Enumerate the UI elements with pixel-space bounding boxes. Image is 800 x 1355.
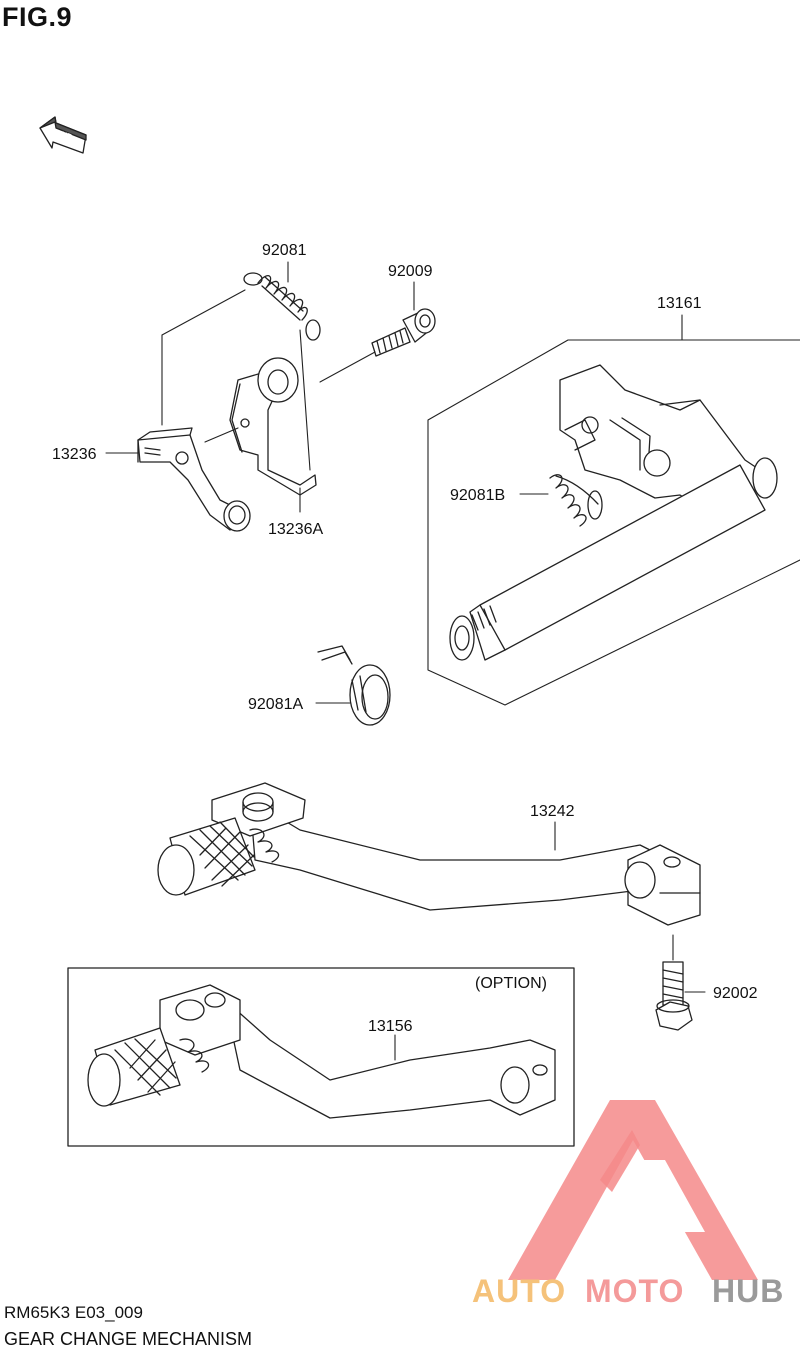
part-label-pawl-arm: 13236 [52,446,97,463]
pedal-shape [157,782,701,926]
figure-title: FIG.9 [2,2,73,32]
option-label: (OPTION) [475,975,547,992]
part-label-return-spring: 92081A [248,696,303,713]
option-pedal-shape [87,984,556,1119]
part-label-option-pedal: 13156 [368,1018,413,1035]
part-label-pedal-bolt: 92002 [713,985,758,1002]
part-label-shaft-spring: 92081B [450,487,505,504]
fwd-arrow-icon [39,116,87,154]
pedal-bolt-shape [655,961,693,1031]
leader-lines [105,261,800,1061]
bolt-upper-shape [371,308,436,357]
spring-upper-shape [243,272,321,341]
part-label-spring-upper: 92081 [262,242,307,259]
part-label-stopper-plate: 13236A [268,521,323,538]
section-name: GEAR CHANGE MECHANISM [4,1329,253,1349]
part-label-shaft: 13161 [657,295,702,312]
part-label-bolt-upper: 92009 [388,263,433,280]
automotohub-logo-icon: AUTO MOTO HUB [472,1100,784,1309]
shaft-shape [449,364,778,661]
watermark-word-hub: HUB [712,1273,784,1309]
watermark-word-auto: AUTO [472,1273,566,1309]
stopper-plate-shape [229,357,317,496]
watermark-word-moto: MOTO [585,1273,684,1309]
diagram-code: RM65K3 E03_009 [4,1303,143,1322]
shaft-spring-shape [549,474,603,527]
pawl-arm-shape [137,427,251,532]
part-label-pedal: 13242 [530,803,575,820]
return-spring-shape [317,645,391,726]
option-box [67,967,575,1147]
